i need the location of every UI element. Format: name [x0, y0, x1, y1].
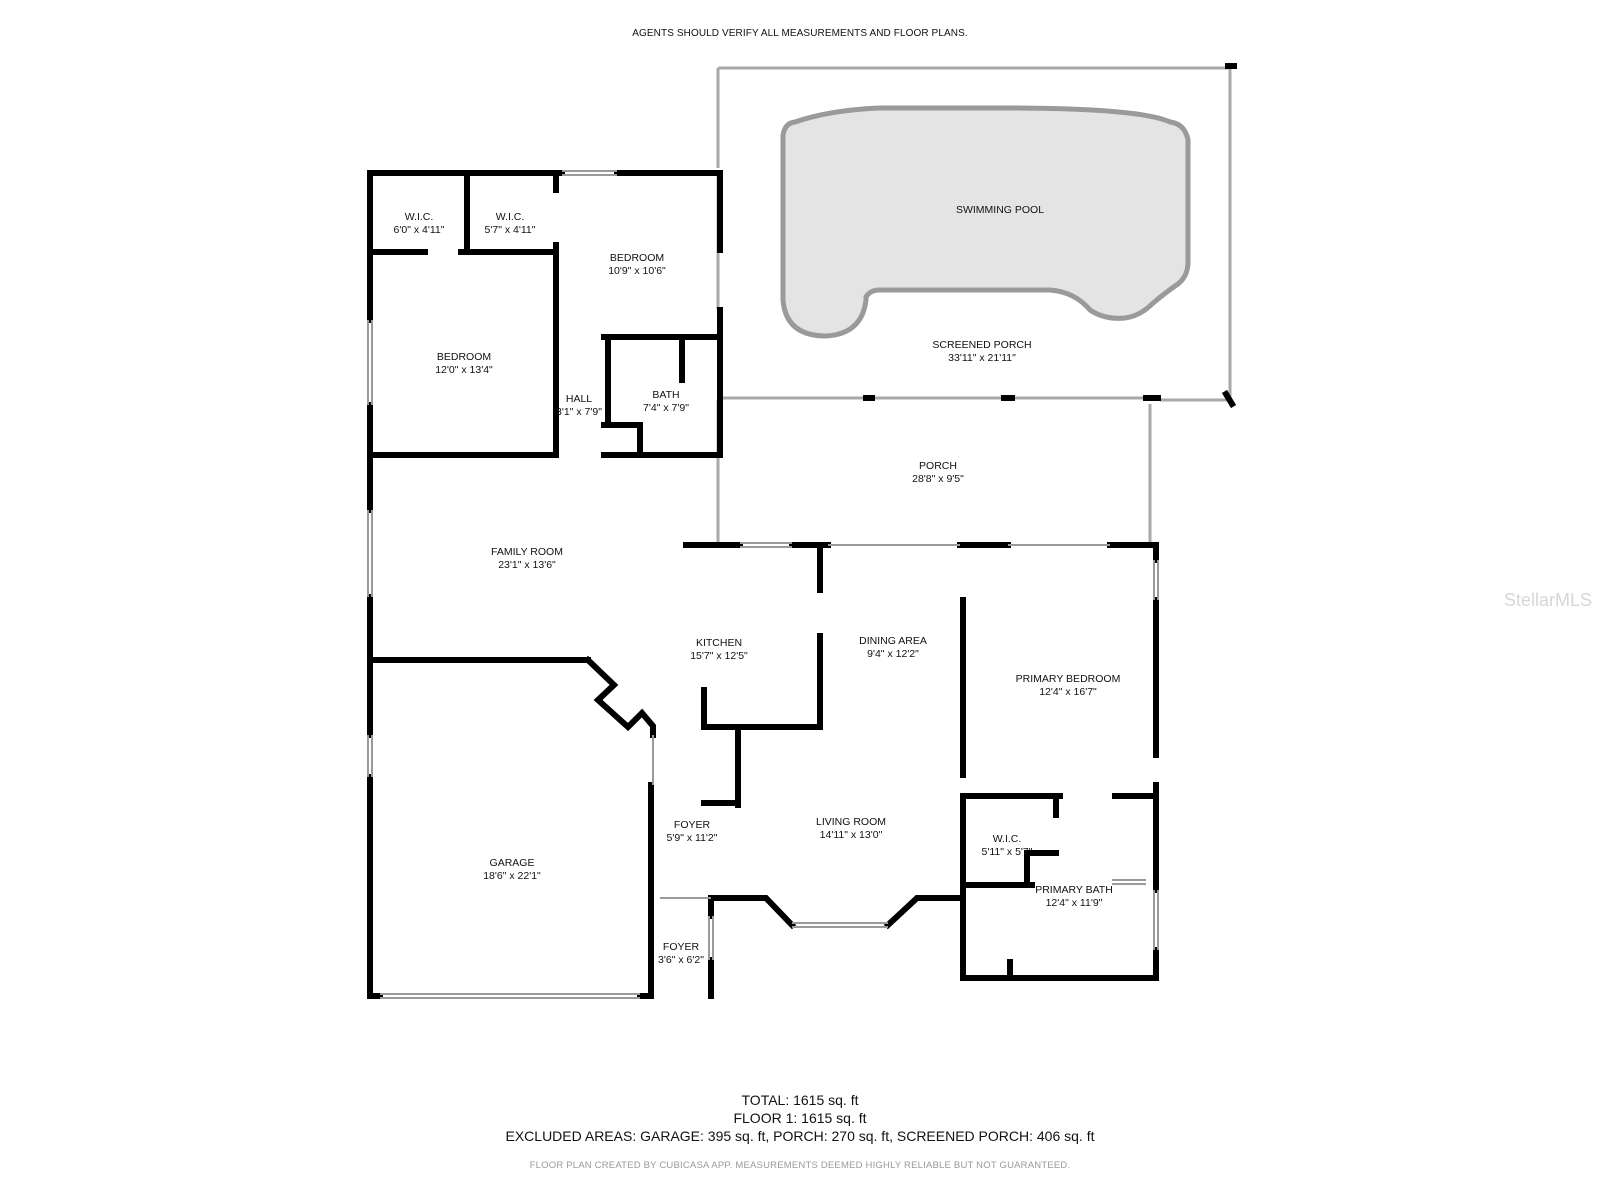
- room-name: LIVING ROOM: [815, 816, 887, 828]
- room-label-wic-primary: W.I.C. 5'11" x 5'7": [982, 833, 1033, 859]
- room-dims: 12'4" x 11'9": [1045, 897, 1103, 909]
- room-dims: 3'6" x 6'2": [658, 954, 704, 966]
- room-name: FAMILY ROOM: [491, 546, 563, 558]
- room-name: PRIMARY BATH: [1035, 884, 1113, 896]
- room-label-garage: GARAGE 18'6" x 22'1": [483, 857, 541, 883]
- room-label-bedroom-north: BEDROOM 10'9" x 10'6": [608, 252, 666, 278]
- room-name: DINING AREA: [859, 635, 927, 647]
- room-label-dining-area: DINING AREA 9'4" x 12'2": [859, 635, 927, 661]
- room-label-bedroom-west: BEDROOM 12'0" x 13'4": [435, 351, 493, 377]
- walls: [367, 63, 1237, 999]
- room-dims: 6'0" x 4'11": [393, 224, 445, 236]
- room-dims: 5'11" x 5'7": [981, 846, 1033, 858]
- header-note: AGENTS SHOULD VERIFY ALL MEASUREMENTS AN…: [632, 28, 968, 39]
- room-name: FOYER: [673, 819, 711, 831]
- floor-1-area: FLOOR 1: 1615 sq. ft: [733, 1110, 867, 1126]
- room-dims: 15'7" x 12'5": [690, 650, 748, 662]
- room-name: W.I.C.: [495, 211, 525, 223]
- room-name: FOYER: [662, 941, 700, 953]
- footer-disclaimer: FLOOR PLAN CREATED BY CUBICASA APP. MEAS…: [529, 1160, 1071, 1171]
- room-dims: 3'1" x 7'9": [556, 406, 602, 418]
- room-name: PORCH: [919, 460, 957, 472]
- room-label-foyer-main: FOYER 5'9" x 11'2": [667, 819, 718, 845]
- room-name: SWIMMING POOL: [955, 204, 1045, 216]
- windows: [367, 170, 1159, 999]
- room-label-screened-porch: SCREENED PORCH 33'11" x 21'11": [932, 339, 1031, 365]
- room-name: KITCHEN: [695, 637, 743, 649]
- swimming-pool-shape: [780, 105, 1191, 339]
- excluded-areas: EXCLUDED AREAS: GARAGE: 395 sq. ft, PORC…: [505, 1128, 1095, 1144]
- room-name: BATH: [652, 389, 680, 401]
- room-label-hall: HALL 3'1" x 7'9": [556, 393, 602, 419]
- room-dims: 18'6" x 22'1": [483, 870, 541, 882]
- room-label-swimming-pool: SWIMMING POOL: [956, 204, 1044, 217]
- total-area: TOTAL: 1615 sq. ft: [741, 1092, 859, 1108]
- room-label-living-room: LIVING ROOM 14'11" x 13'0": [816, 816, 886, 842]
- watermark-logo: StellarMLS: [1504, 590, 1593, 610]
- room-dims: 7'4" x 7'9": [643, 402, 689, 414]
- room-name: PRIMARY BEDROOM: [1015, 673, 1121, 685]
- room-name: BEDROOM: [436, 351, 492, 363]
- room-name: W.I.C.: [992, 833, 1022, 845]
- room-label-porch: PORCH 28'8" x 9'5": [912, 460, 964, 486]
- room-name: HALL: [565, 393, 593, 405]
- room-label-wic-2: W.I.C. 5'7" x 4'11": [485, 211, 536, 237]
- room-label-foyer-small: FOYER 3'6" x 6'2": [658, 941, 704, 967]
- screened-porch-screen-walls: [716, 66, 1232, 545]
- room-label-wic-1: W.I.C. 6'0" x 4'11": [394, 211, 445, 237]
- room-dims: 9'4" x 12'2": [867, 648, 919, 660]
- room-label-primary-bath: PRIMARY BATH 12'4" x 11'9": [1035, 884, 1113, 910]
- room-label-primary-bedroom: PRIMARY BEDROOM 12'4" x 16'7": [1016, 673, 1121, 699]
- room-dims: 5'7" x 4'11": [484, 224, 536, 236]
- room-dims: 12'4" x 16'7": [1039, 686, 1097, 698]
- area-totals: TOTAL: 1615 sq. ft FLOOR 1: 1615 sq. ft …: [0, 1091, 1600, 1145]
- room-label-family-room: FAMILY ROOM 23'1" x 13'6": [491, 546, 563, 572]
- room-name: GARAGE: [489, 857, 535, 869]
- room-dims: 10'9" x 10'6": [608, 265, 666, 277]
- room-dims: 5'9" x 11'2": [666, 832, 718, 844]
- room-dims: 14'11" x 13'0": [819, 829, 883, 841]
- room-name: SCREENED PORCH: [932, 339, 1032, 351]
- room-label-kitchen: KITCHEN 15'7" x 12'5": [690, 637, 748, 663]
- room-name: BEDROOM: [609, 252, 665, 264]
- room-dims: 33'11" x 21'11": [948, 352, 1016, 364]
- room-dims: 12'0" x 13'4": [435, 364, 493, 376]
- room-dims: 23'1" x 13'6": [498, 559, 556, 571]
- room-label-bath: BATH 7'4" x 7'9": [643, 389, 689, 415]
- room-name: W.I.C.: [404, 211, 434, 223]
- room-dims: 28'8" x 9'5": [912, 473, 964, 485]
